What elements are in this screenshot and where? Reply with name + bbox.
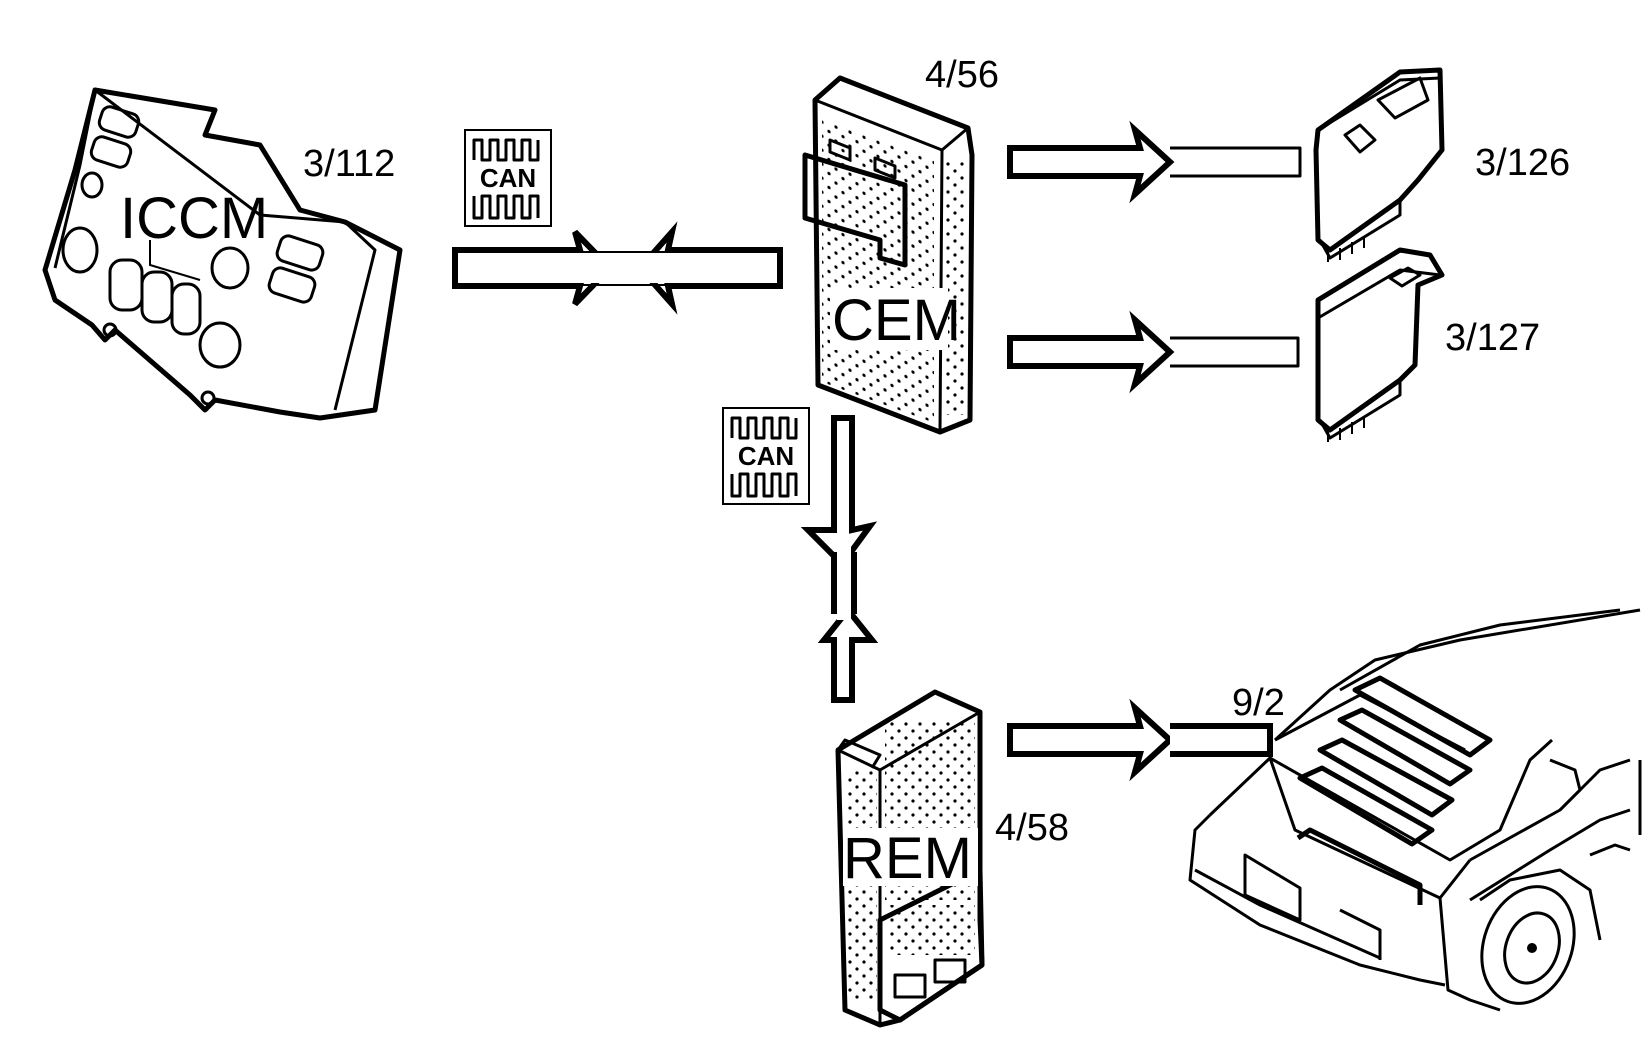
can-badge-label-2: CAN: [738, 441, 794, 471]
iccm-name: ICCM: [120, 186, 268, 251]
switch-3-127-ref: 3/127: [1445, 317, 1540, 359]
can-badge-label-1: CAN: [480, 163, 536, 193]
cem-name: CEM: [832, 288, 961, 353]
can-bus-badge-horizontal: CAN: [464, 129, 552, 227]
can-bus-badge-vertical: CAN: [722, 407, 810, 505]
rem-name: REM: [843, 826, 972, 891]
cem-to-3-127-arrow: [1007, 310, 1175, 394]
switch-3-126: [1313, 67, 1445, 262]
car-rear-view: [1188, 608, 1642, 1012]
rem-to-rear-window-arrow: [1007, 698, 1175, 782]
iccm-module: [42, 87, 403, 421]
cem-rem-bidirectional-arrow: [800, 415, 878, 563]
cem-ref: 4/56: [925, 54, 999, 96]
switch-3-127: [1315, 247, 1445, 442]
rear-window-ref: 9/2: [1232, 682, 1285, 724]
cem-to-3-126-arrow: [1007, 120, 1175, 204]
cem-module: [802, 75, 975, 435]
iccm-ref: 3/112: [303, 143, 395, 185]
rem-module: [835, 689, 985, 1028]
rear-window-heater-grid: [1297, 675, 1493, 847]
rem-ref: 4/58: [995, 807, 1069, 849]
switch-3-126-ref: 3/126: [1475, 142, 1570, 184]
cem-rem-bidirectional-arrow-lower: [817, 605, 879, 703]
